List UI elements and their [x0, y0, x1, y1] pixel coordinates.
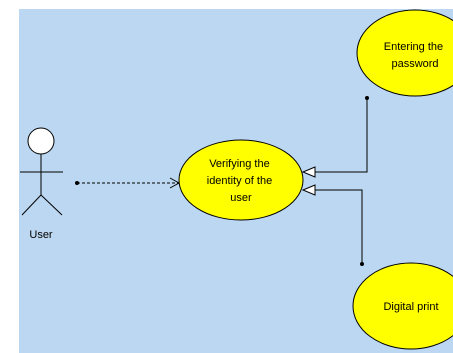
- use-case-label-line: Digital print: [383, 301, 438, 313]
- use-case-ellipse: [178, 139, 304, 221]
- use-case-label: Verifying the identity of the user: [207, 158, 276, 204]
- generalization-line: [315, 189, 363, 264]
- relationship-print-verify[interactable]: [301, 184, 364, 266]
- use-case-verify-identity[interactable]: Verifying the identity of the user: [178, 139, 304, 221]
- use-case-label-line: Verifying the: [209, 158, 270, 170]
- stick-figure-actor-icon: [20, 127, 63, 216]
- actor-left-leg: [21, 194, 42, 216]
- use-case-entering-password[interactable]: Entering the password: [356, 9, 453, 97]
- use-case-label-line: user: [230, 192, 252, 204]
- use-case-ellipse: [352, 262, 453, 350]
- generalization-line: [315, 98, 368, 173]
- use-case-label-line: identity of the: [207, 175, 272, 187]
- use-case-label-line: Entering the: [384, 41, 443, 53]
- relationship-password-verify[interactable]: [301, 96, 369, 178]
- actor-user[interactable]: User: [20, 127, 63, 241]
- use-case-label: Digital print: [383, 301, 438, 313]
- actor-right-leg: [40, 194, 63, 216]
- actor-label: User: [29, 229, 53, 241]
- hollow-triangle-arrow-icon: [301, 184, 316, 196]
- use-case-ellipse: [356, 9, 453, 97]
- use-case-label-line: password: [391, 58, 438, 70]
- use-case-digital-print[interactable]: Digital print: [352, 262, 453, 350]
- hollow-triangle-arrow-icon: [301, 166, 316, 178]
- use-case-label: Entering the password: [384, 41, 446, 70]
- actor-head: [27, 127, 55, 155]
